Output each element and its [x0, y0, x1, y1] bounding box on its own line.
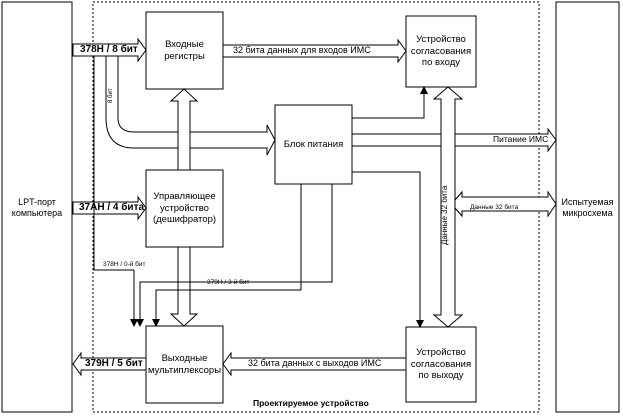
port-37ah-label: 37AH / 4 бита — [79, 202, 145, 213]
bus-arrow-378h — [72, 37, 147, 63]
line-bit0 — [93, 56, 134, 271]
designed-device-label: Проектируемое устройство — [253, 398, 369, 408]
bit0-label: 378H / 0-й бит — [103, 261, 146, 268]
bus-arrow-control-to-mux — [169, 246, 199, 327]
data-vertical-label: Данные 32 бита — [440, 185, 449, 245]
power-unit-label: Блок питания — [283, 138, 344, 150]
bus-arrow-data-in — [222, 38, 407, 64]
bus-arrow-data-out — [222, 351, 407, 377]
port-379h-label: 379H / 5 бит — [85, 358, 143, 369]
control-unit-label: Управляющее устройство (дешифратор) — [152, 190, 217, 226]
bits8-label: 8 бит — [108, 88, 114, 103]
input-registers-label: Входные регистры — [164, 38, 205, 62]
bus-arrow-data-dut — [454, 190, 557, 218]
lpt-port-label: LPT-порт компьютера — [11, 196, 63, 218]
bus-arrow-control-to-registers — [169, 88, 199, 171]
power-unit-block — [274, 104, 353, 185]
power-ims-label: Питание ИМС — [493, 134, 549, 144]
line-3rd-bit-right — [136, 184, 333, 327]
output-mux-label: Выходные мультиплексоры — [147, 352, 222, 376]
data-dut-label: Данные 32 бита — [470, 204, 519, 211]
line-power-to-input-matcher — [352, 86, 428, 119]
data-out-label: 32 бита данных с выходов ИМС — [248, 358, 382, 368]
output-matcher-label: Устройство согласования по выходу — [410, 346, 472, 382]
line-power-to-output-matcher — [352, 171, 424, 328]
dut-label: Испытуемая микросхема — [561, 196, 614, 218]
input-registers-block — [145, 11, 224, 90]
bus-arrow-data-vertical — [432, 86, 464, 328]
output-mux-block — [145, 325, 224, 404]
input-matcher-label: Устройство согласования по входу — [410, 33, 472, 69]
bus-arrow-37ah — [72, 195, 147, 221]
data-in-label: 32 бита данных для входов ИМС — [233, 45, 371, 55]
lpt-port-block — [1, 1, 73, 413]
control-unit-block — [145, 169, 224, 248]
port-378h-label: 378H / 8 бит — [80, 44, 138, 55]
input-matcher-block — [405, 15, 477, 88]
bit3-label: 379H / 3-й бит — [207, 279, 250, 286]
line-bit3 — [152, 184, 302, 327]
dut-block — [555, 1, 620, 413]
bus-arrow-379h — [72, 351, 147, 377]
